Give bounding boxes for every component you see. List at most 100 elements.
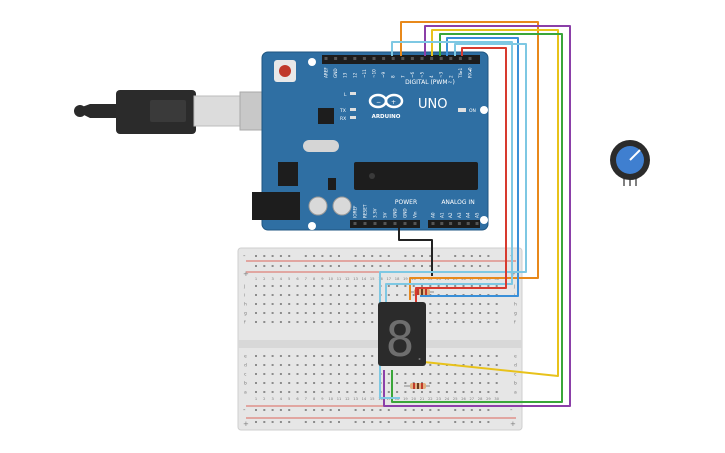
analog-header: [428, 220, 480, 228]
column-label-top-1: 1: [255, 277, 257, 281]
column-label-top-6: 6: [296, 277, 299, 281]
digital-pin-label-13: 2: [448, 75, 453, 78]
rail-plus-top: +: [243, 270, 249, 278]
power-pin-label-0: IOREF: [353, 205, 358, 218]
row-label-bottom-a-left: a: [244, 391, 247, 396]
digital-pin-label-12: ~3: [439, 71, 444, 78]
row-label-bottom-c-left: c: [244, 373, 247, 378]
seven-segment-display[interactable]: 8 .: [378, 302, 426, 368]
column-label-bottom-14: 14: [362, 397, 367, 401]
row-label-top-i-left: i: [244, 293, 245, 299]
column-label-bottom-1: 1: [255, 397, 257, 401]
display-digit: 8: [386, 312, 415, 368]
power-pin-label-2: 3.3V: [373, 208, 378, 218]
display-decimal-point: .: [417, 345, 422, 364]
column-label-bottom-12: 12: [345, 397, 350, 401]
voltage-regulator: [278, 162, 298, 186]
row-label-top-h-left: h: [244, 302, 247, 308]
column-label-top-19: 19: [403, 277, 408, 281]
potentiometer[interactable]: [610, 140, 650, 186]
row-label-top-j-right: j: [513, 284, 515, 290]
analog-header-title: ANALOG IN: [441, 199, 474, 206]
column-label-top-18: 18: [395, 277, 400, 281]
usb-cable[interactable]: [74, 90, 267, 134]
digital-pin-label-15: RX◂0: [468, 67, 473, 78]
row-label-top-g-left: g: [244, 312, 247, 317]
wire-purple: [383, 25, 571, 407]
column-label-bottom-15: 15: [370, 397, 375, 401]
wire-green: [391, 33, 563, 403]
column-label-top-12: 12: [345, 277, 350, 281]
digital-pin-label-11: 4: [429, 75, 434, 78]
column-label-bottom-23: 23: [436, 397, 441, 401]
power-pin-label-4: GND: [393, 208, 398, 218]
row-label-bottom-e-right: e: [514, 355, 517, 360]
rail-minus-bottom-right: -: [510, 406, 513, 414]
column-label-top-14: 14: [362, 277, 367, 281]
analog-pin-label-5: A5: [475, 212, 480, 218]
row-label-bottom-b-left: b: [244, 381, 247, 387]
column-label-top-3: 3: [271, 277, 273, 281]
column-label-bottom-7: 7: [305, 397, 307, 401]
column-label-bottom-8: 8: [313, 397, 316, 401]
wire-lightblue-1: [385, 41, 513, 302]
column-label-bottom-25: 25: [453, 397, 458, 401]
analog-pin-label-2: A2: [448, 212, 453, 218]
rail-plus-bottom: +: [243, 420, 249, 428]
row-label-bottom-d-right: d: [514, 363, 517, 369]
digital-pin-label-2: 13: [343, 72, 348, 78]
column-label-bottom-22: 22: [428, 397, 433, 401]
resistor-bottom[interactable]: [404, 383, 430, 389]
column-label-bottom-11: 11: [337, 397, 342, 401]
column-label-top-7: 7: [305, 277, 307, 281]
power-pin-label-6: Vin: [413, 211, 418, 218]
digital-header-title: DIGITAL (PWM~): [405, 79, 455, 86]
crystal: [303, 140, 339, 152]
led-rx-label: RX: [340, 116, 346, 122]
svg-text:+: +: [391, 99, 396, 106]
column-label-top-4: 4: [280, 277, 283, 281]
digital-pin-label-3: 12: [352, 72, 357, 78]
led-tx-label: TX: [339, 108, 346, 114]
digital-pin-label-10: ~5: [420, 71, 425, 78]
analog-pin-label-4: A4: [466, 212, 471, 218]
wire-yellow: [423, 29, 559, 377]
digital-pin-label-1: GND: [333, 68, 338, 78]
power-header-title: POWER: [395, 199, 417, 206]
column-label-bottom-3: 3: [271, 397, 273, 401]
column-label-bottom-26: 26: [461, 397, 466, 401]
resistor-top[interactable]: [410, 289, 434, 295]
arduino-logo: − +: [368, 93, 404, 109]
column-label-bottom-4: 4: [280, 397, 283, 401]
row-label-top-j-left: j: [243, 284, 245, 290]
column-label-top-15: 15: [370, 277, 375, 281]
column-label-bottom-19: 19: [403, 397, 408, 401]
column-label-bottom-6: 6: [296, 397, 299, 401]
wire-orange: [400, 21, 539, 300]
rail-minus-bottom: -: [243, 406, 246, 414]
analog-pin-label-0: A0: [431, 212, 436, 218]
digital-pin-label-7: 8: [391, 75, 396, 78]
column-label-bottom-9: 9: [321, 397, 324, 401]
analog-pin-label-1: A1: [439, 212, 444, 218]
wire-blue: [420, 37, 519, 297]
column-label-bottom-28: 28: [478, 397, 483, 401]
digital-pin-label-0: AREF: [324, 67, 329, 78]
rail-minus-top: -: [243, 252, 246, 260]
column-label-top-11: 11: [337, 277, 342, 281]
column-label-top-10: 10: [328, 277, 333, 281]
row-label-top-f-left: f: [244, 320, 246, 326]
row-label-bottom-b-right: b: [514, 381, 517, 387]
column-label-bottom-13: 13: [353, 397, 358, 401]
potentiometer-knob-indicator: [629, 149, 641, 161]
column-label-bottom-21: 21: [420, 397, 425, 401]
row-label-top-h-right: h: [514, 302, 517, 308]
wire-red: [415, 47, 507, 302]
power-pin-label-5: GND: [403, 208, 408, 218]
wires[interactable]: [379, 21, 571, 407]
usb-chip: [318, 108, 334, 124]
